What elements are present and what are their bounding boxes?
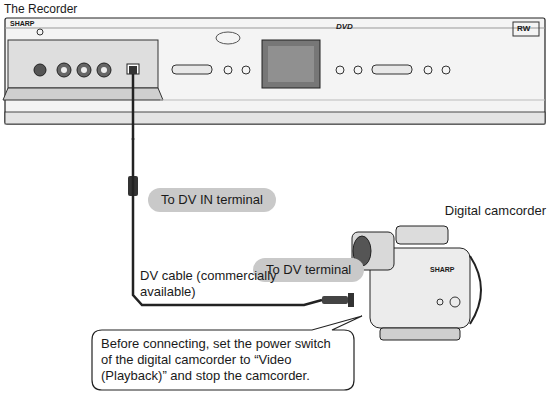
note-text: Before connecting, set the power switch … (101, 336, 345, 384)
recorder-body (57, 63, 71, 77)
recorder-body (37, 29, 43, 35)
recorder-body (224, 66, 232, 74)
camcorder-body (470, 256, 481, 324)
recorder-body (354, 66, 362, 74)
brand-logo: SHARP (10, 20, 35, 28)
camcorder-body (348, 293, 354, 307)
callout-outline (92, 316, 362, 390)
recorder-body (97, 63, 111, 77)
recorder-body (442, 66, 450, 74)
node-text: The Recorder (4, 2, 547, 17)
recorder-body (172, 65, 212, 74)
recorder-body (5, 18, 545, 124)
caution-callout: Before connecting, set the power switch … (92, 330, 354, 390)
brand-logo: SHARP (430, 266, 455, 274)
recorder-body (3, 18, 545, 124)
recorder-body (61, 67, 67, 73)
recorder-body (336, 66, 344, 74)
node-text: To DV IN terminal (161, 192, 263, 208)
node-text: Digital camcorder (445, 203, 546, 219)
recorder-body (268, 46, 314, 82)
camcorder-body (348, 226, 481, 340)
recorder-unit: The Recorder (4, 2, 547, 138)
format-logo: RW (517, 24, 530, 33)
recorder-body (81, 67, 87, 73)
recorder-body (216, 32, 240, 44)
recorder-body (424, 66, 432, 74)
format-logo: DVD (336, 22, 353, 31)
camcorder-body (380, 328, 460, 340)
camcorder-body (437, 299, 443, 305)
recorder-body (5, 112, 545, 124)
recorder-body (372, 65, 412, 74)
recorder-body (77, 63, 91, 77)
recorder-body (101, 67, 107, 73)
recorder-body (34, 64, 46, 76)
node-text: To DV terminal (266, 262, 351, 278)
recorder-body (242, 66, 250, 74)
recorder-body (127, 64, 139, 74)
recorder-body (262, 40, 320, 88)
camcorder-body (450, 297, 460, 307)
recorder-body (3, 88, 163, 100)
recorder-body (5, 28, 545, 29)
dv-plug (129, 66, 137, 74)
terminal-label: To DV IN terminal (148, 188, 276, 212)
cable-label: DV cable (commercially available) (140, 268, 290, 300)
dv-plug (322, 296, 348, 304)
recorder-body (160, 100, 545, 101)
camcorder-body (396, 226, 448, 244)
recorder-body (8, 40, 158, 88)
recorder-body (513, 22, 539, 36)
dv-plug (132, 74, 135, 140)
